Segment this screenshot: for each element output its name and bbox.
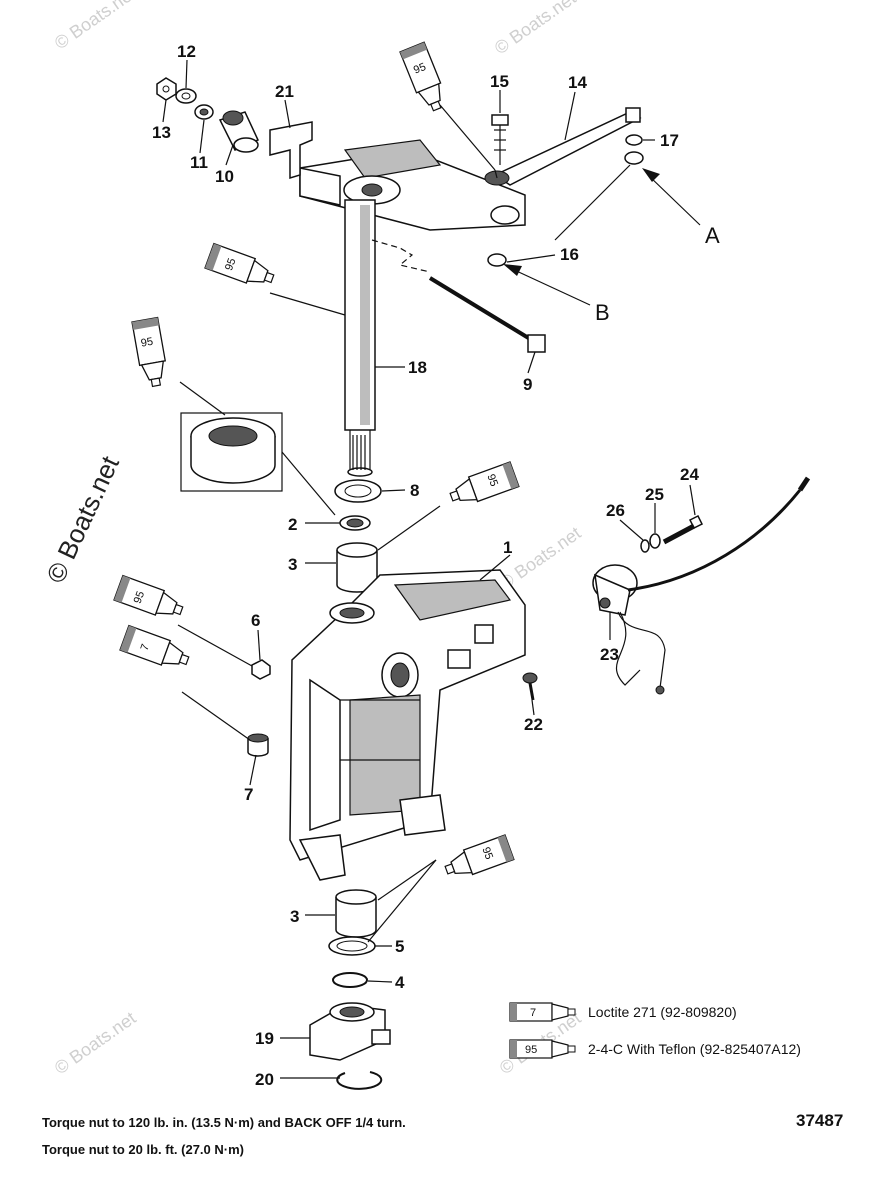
- nut-17-part: [624, 134, 644, 165]
- sealant-tube-number: 95: [479, 846, 494, 862]
- sealant-tube-number: 7: [139, 643, 152, 653]
- ring-4-part: [332, 972, 368, 988]
- bracket-21-part: [269, 121, 313, 180]
- callout-25: 25: [645, 485, 664, 504]
- swivel-bracket-part: [289, 569, 526, 881]
- sealant-tube: 95: [204, 242, 278, 292]
- bushing-3-lower-part: [335, 889, 377, 938]
- sealant-tube-number: 95: [484, 473, 499, 489]
- seal-detail-inset: [180, 412, 336, 516]
- steering-arm-part: [299, 139, 526, 231]
- callout-14: 14: [568, 73, 587, 92]
- document-number: 37487: [796, 1111, 844, 1130]
- legend-item-loctite: 7 Loctite 271 (92-809820): [509, 1002, 737, 1022]
- legend-tube-icon: 7: [509, 1002, 576, 1022]
- ring-20-part: [336, 1071, 383, 1090]
- legend-item-2-4-c: 95 2-4-C With Teflon (92-825407A12): [509, 1039, 801, 1059]
- bolt-24-part: [662, 514, 704, 545]
- fitting-6-part: [251, 659, 271, 680]
- callout-1: 1: [503, 538, 512, 557]
- washer-11-part: [194, 104, 214, 120]
- sealant-tube: 95: [446, 461, 520, 510]
- callout-10: 10: [215, 167, 234, 186]
- view-arrows: [503, 168, 701, 306]
- sealant-tube-number: 95: [140, 336, 154, 350]
- callout-5: 5: [395, 937, 404, 956]
- sealant-tube-number: 95: [223, 257, 238, 273]
- sealant-legend: 7 Loctite 271 (92-809820) 95 2-4-C With …: [509, 1002, 801, 1059]
- callout-15: 15: [490, 72, 509, 91]
- callout-3-upper: 3: [288, 555, 297, 574]
- yoke-19-part: [309, 1002, 391, 1061]
- callout-2: 2: [288, 515, 297, 534]
- callout-11: 11: [190, 153, 208, 172]
- legend-text: 2-4-C With Teflon (92-825407A12): [588, 1041, 801, 1057]
- watermark-top-middle: © Boats.net: [491, 0, 580, 58]
- callout-23: 23: [600, 645, 619, 664]
- callout-9: 9: [523, 375, 532, 394]
- callout-6: 6: [251, 611, 260, 630]
- washer-8-part: [334, 479, 382, 503]
- sealant-tube-number: 95: [132, 590, 147, 606]
- bolt-9-part: [428, 276, 546, 353]
- washer-25-part: [649, 533, 661, 549]
- callout-3-lower: 3: [290, 907, 299, 926]
- callout-8: 8: [410, 481, 419, 500]
- sealant-tube: 95: [441, 834, 515, 883]
- callout-labels: 1 2 3 3 4 5 6 7 8 9 10 11 12 13 14 15 16…: [152, 42, 720, 1089]
- view-letter-a: A: [705, 223, 720, 248]
- legend-tube-icon: 95: [509, 1039, 576, 1059]
- sealant-tube: 7: [119, 624, 193, 674]
- callout-26: 26: [606, 501, 625, 520]
- callout-20: 20: [255, 1070, 274, 1089]
- callout-7: 7: [244, 785, 253, 804]
- bolt-15-part: [491, 114, 509, 165]
- callout-12: 12: [177, 42, 196, 61]
- nut-16-part: [487, 253, 507, 267]
- callout-22: 22: [524, 715, 543, 734]
- callout-4: 4: [395, 973, 405, 992]
- torque-note-2: Torque nut to 20 lb. ft. (27.0 N·m): [42, 1142, 244, 1157]
- trim-sender-23-part: [592, 476, 811, 695]
- leader-lines: [162, 59, 696, 1079]
- sealant-tube-number: 95: [412, 61, 428, 77]
- sealant-tube: 95: [113, 574, 187, 624]
- callout-17: 17: [660, 131, 679, 150]
- screw-22-part: [522, 672, 538, 701]
- washer-12-part: [175, 88, 197, 104]
- watermark-bottom-left: © Boats.net: [51, 1008, 140, 1078]
- torque-note-1: Torque nut to 120 lb. in. (13.5 N·m) and…: [42, 1115, 406, 1130]
- callout-18: 18: [408, 358, 427, 377]
- watermark-top-left: © Boats.net: [51, 0, 140, 53]
- nut-13-part: [156, 77, 177, 101]
- sealant-tube: 95: [131, 316, 170, 389]
- washer-5-part: [328, 936, 376, 956]
- legend-tube-number: 95: [525, 1044, 537, 1056]
- sealant-tube: 95: [399, 41, 450, 115]
- sealant-tube-callout-a: [494, 169, 498, 179]
- callout-16: 16: [560, 245, 579, 264]
- watermark-vertical: © Boats.net: [40, 451, 125, 588]
- steering-tube-part: [344, 199, 431, 477]
- seal-2-part: [339, 515, 371, 531]
- washer-26-part: [640, 539, 650, 553]
- view-letter-b: B: [595, 300, 610, 325]
- fitting-7-part: [247, 733, 269, 757]
- legend-text: Loctite 271 (92-809820): [588, 1004, 737, 1020]
- callout-19: 19: [255, 1029, 274, 1048]
- callout-24: 24: [680, 465, 699, 484]
- bushing-10-part: [218, 110, 260, 153]
- legend-tube-number: 7: [530, 1007, 536, 1019]
- callout-21: 21: [275, 82, 294, 101]
- callout-13: 13: [152, 123, 171, 142]
